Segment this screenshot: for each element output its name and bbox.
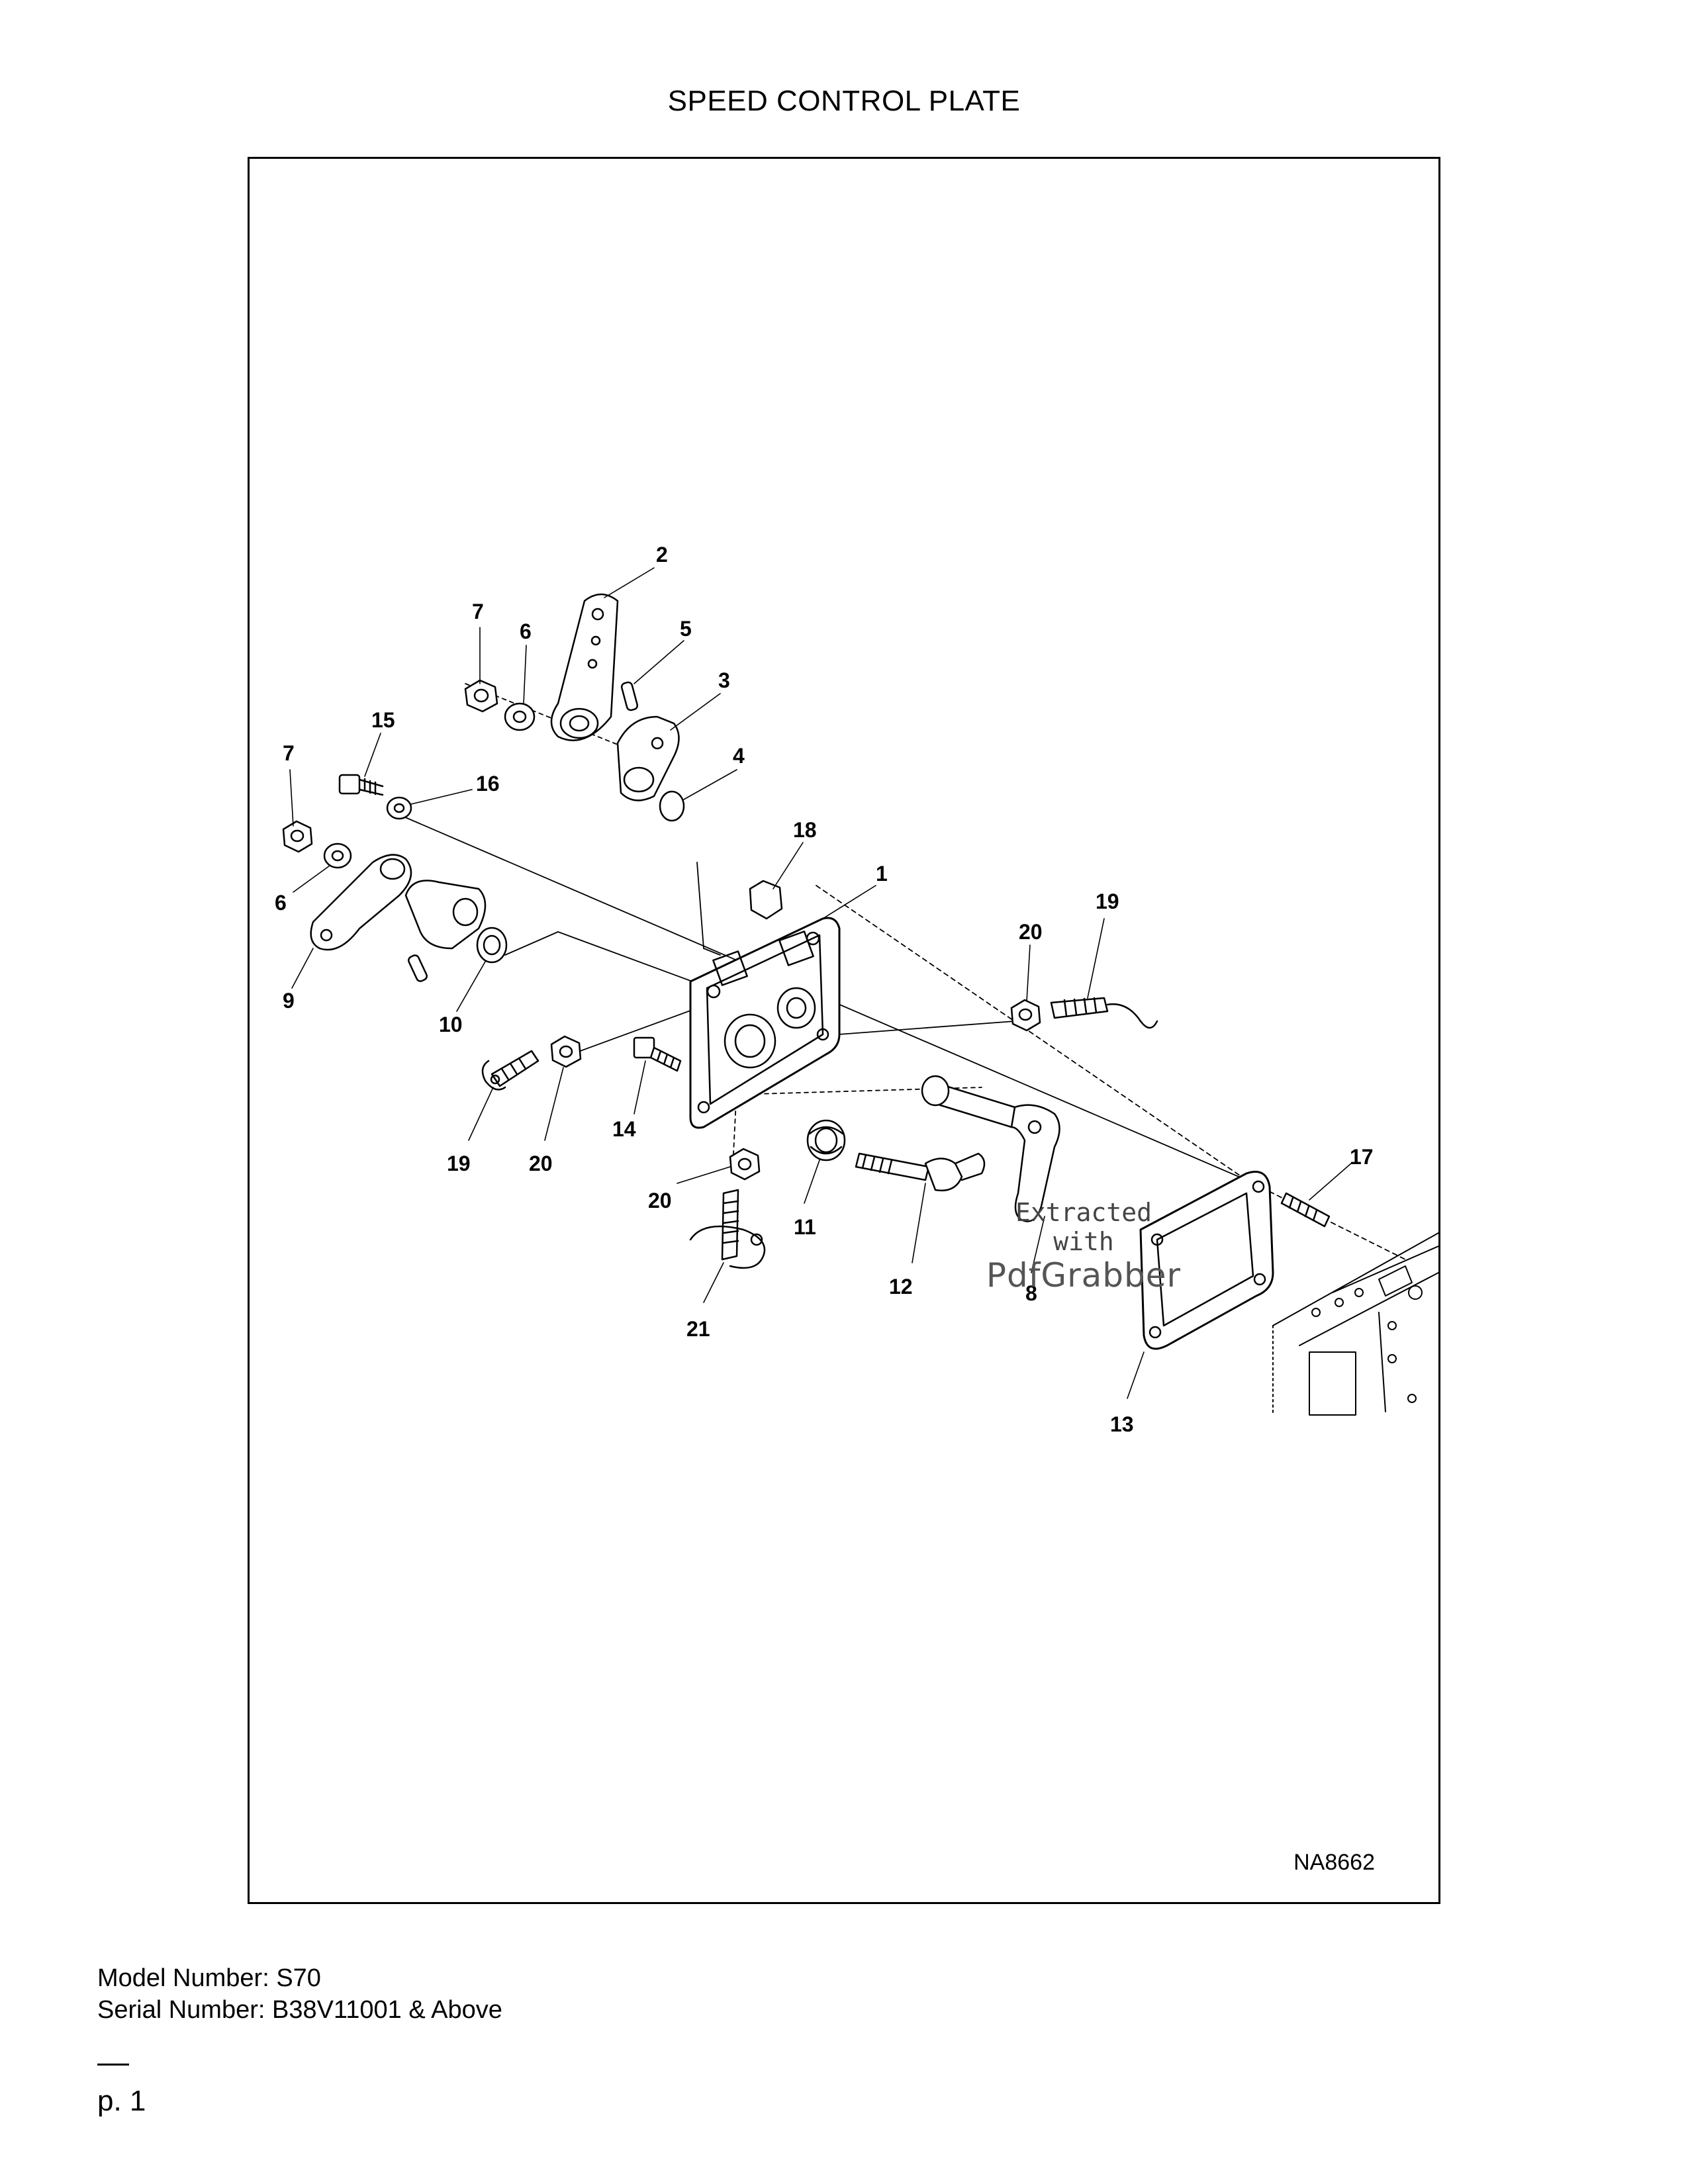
watermark-line-1: Extracted [1015, 1198, 1152, 1227]
part-18-cap [749, 880, 783, 920]
part-21-screw [689, 1189, 766, 1269]
exploded-parts-diagram: 2 7 6 5 3 4 15 7 16 18 1 6 19 20 9 10 19… [275, 543, 1438, 1436]
part-3-cam [616, 715, 680, 801]
callout-labels: 2 7 6 5 3 4 15 7 16 18 1 6 19 20 9 10 19… [275, 543, 1374, 1436]
part-16-washer [386, 796, 412, 820]
callout-15: 15 [371, 708, 395, 732]
callout-11: 11 [794, 1215, 816, 1239]
callout-20: 20 [1019, 920, 1043, 944]
callout-7: 7 [283, 741, 295, 765]
callout-16: 16 [476, 772, 500, 796]
callout-3: 3 [718, 668, 730, 692]
callout-20: 20 [648, 1189, 672, 1212]
drawing-number: NA8662 [1293, 1850, 1375, 1875]
model-number: Model Number: S70 [97, 1964, 321, 1992]
callout-13: 13 [1110, 1412, 1134, 1436]
part-2-lever [550, 593, 619, 741]
part-13-gasket [1139, 1171, 1274, 1350]
part-14-bolt [633, 1036, 682, 1072]
callout-1: 1 [876, 862, 888, 886]
watermark-line-3: PdfGrabber [986, 1256, 1182, 1295]
page-title: SPEED CONTROL PLATE [667, 85, 1021, 117]
part-20-nut-bottom [729, 1148, 761, 1181]
watermark-line-2: with [1053, 1227, 1114, 1256]
part-7-nut-upper [464, 679, 498, 713]
callout-4: 4 [733, 744, 745, 768]
callout-6: 6 [520, 619, 532, 643]
callout-10: 10 [439, 1013, 463, 1036]
part-1-plate [689, 917, 841, 1129]
callout-7: 7 [472, 600, 484, 623]
serial-number: Serial Number: B38V11001 & Above [97, 1996, 502, 2024]
page-number: p. 1 [97, 2085, 146, 2117]
part-10-bearing [476, 927, 508, 964]
part-17-stud [1280, 1192, 1331, 1228]
callout-19: 19 [1096, 889, 1119, 913]
callout-19: 19 [447, 1152, 471, 1175]
part-7-nut-left [282, 820, 313, 853]
callout-14: 14 [612, 1117, 636, 1141]
callout-2: 2 [656, 543, 668, 567]
part-11-bushing [806, 1119, 846, 1161]
part-6-washer-left [323, 842, 352, 869]
part-6-washer-upper [504, 702, 536, 731]
part-15-screw [338, 774, 384, 796]
callout-20: 20 [529, 1152, 553, 1175]
diagram-frame: 2 7 6 5 3 4 15 7 16 18 1 6 19 20 9 10 19… [248, 157, 1440, 1904]
part-5-pin [620, 681, 639, 711]
callout-9: 9 [283, 989, 295, 1013]
part-19-screw-left [481, 1050, 539, 1091]
part-12-shaft [855, 1152, 986, 1192]
callout-17: 17 [1350, 1145, 1374, 1169]
callout-6: 6 [275, 891, 287, 915]
callout-8: 8 [1025, 1281, 1037, 1305]
part-19-screw-right [1050, 997, 1158, 1029]
callout-21: 21 [686, 1317, 710, 1341]
leader-lines [289, 567, 1352, 1399]
callout-12: 12 [889, 1275, 913, 1298]
footer-info: Model Number: S70 Serial Number: B38V110… [97, 1962, 502, 2026]
part-20-nut-right [1010, 999, 1041, 1032]
callout-18: 18 [793, 818, 817, 842]
engine-block [1272, 1232, 1438, 1416]
part-8-lever [921, 1075, 1060, 1222]
watermark: Extracted with PdfGrabber [974, 1198, 1193, 1295]
callout-5: 5 [680, 617, 692, 641]
page-rule [97, 2064, 129, 2066]
part-4-o-ring [659, 790, 685, 822]
part-coupling [404, 880, 487, 982]
part-9-lever [310, 854, 412, 951]
part-20-nut-left [550, 1035, 582, 1068]
